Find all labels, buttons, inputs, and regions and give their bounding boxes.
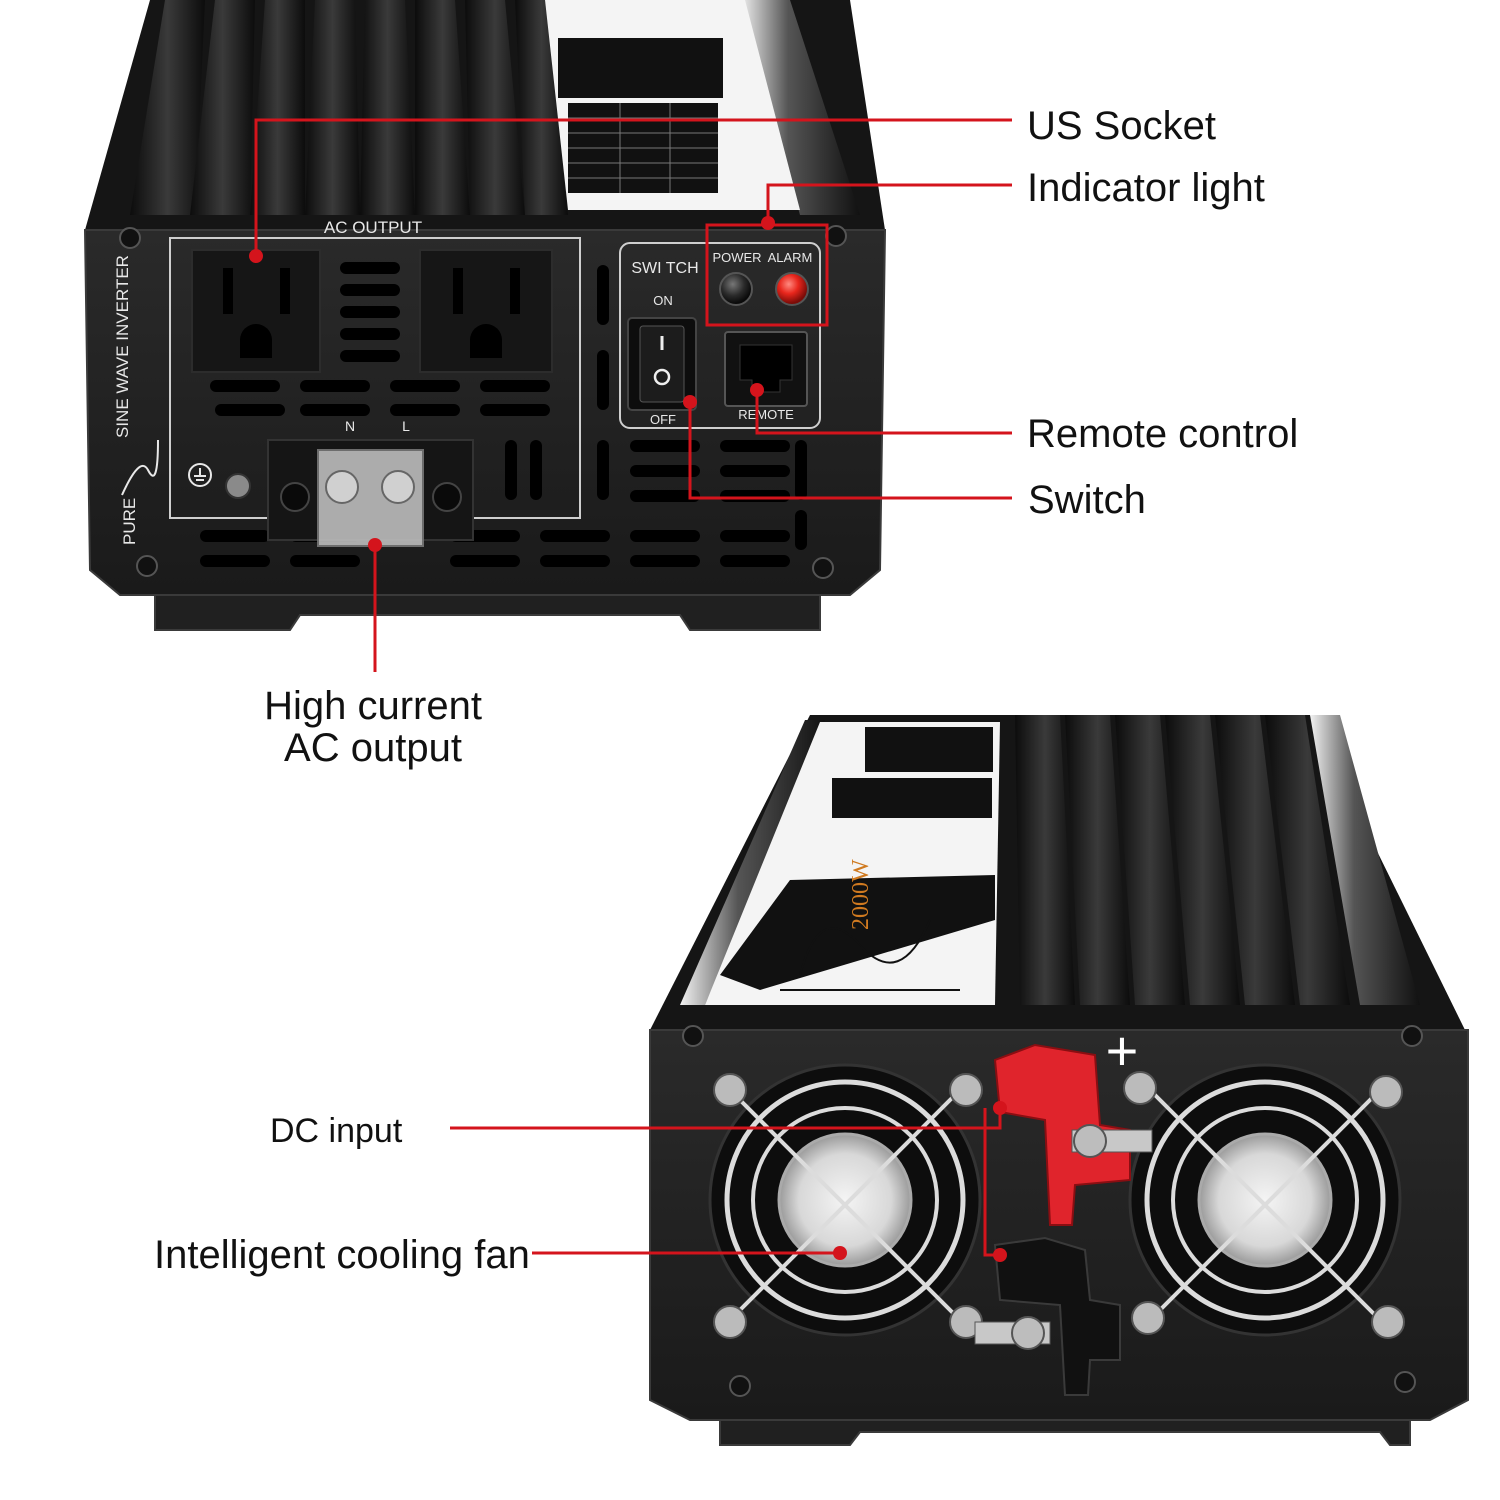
sine-wave-side-text: SINE WAVE INVERTER xyxy=(113,255,132,438)
top-heat-fins xyxy=(130,0,860,215)
top-panel-screws xyxy=(119,225,847,579)
us-socket-left[interactable] xyxy=(191,249,321,373)
callout-anchor-dots xyxy=(249,216,1007,1262)
alarm-led-label: ALARM xyxy=(768,250,813,265)
sine-wave-glyph xyxy=(121,439,159,496)
ground-symbol xyxy=(188,463,212,487)
top-spec-table-1 xyxy=(558,38,723,98)
cooling-fan-right xyxy=(1123,1063,1405,1339)
ac-output-frame xyxy=(169,237,581,519)
bottom-panel-screws xyxy=(682,1025,1423,1397)
us-socket-right[interactable] xyxy=(419,249,553,373)
callout-us-socket: US Socket xyxy=(1027,104,1216,148)
switch-on-label: ON xyxy=(653,293,673,308)
alarm-led xyxy=(775,272,809,306)
callout-switch: Switch xyxy=(1028,478,1146,522)
bottom-heat-fins xyxy=(680,715,1420,1005)
leader-switch xyxy=(688,402,1012,500)
power-led-label: POWER xyxy=(712,250,761,265)
ground-screw xyxy=(225,473,251,499)
top-vent-slots xyxy=(200,262,807,567)
callout-cooling-fan: Intelligent cooling fan xyxy=(154,1233,530,1277)
cooling-fan-left xyxy=(708,1063,983,1339)
callout-remote-control: Remote control xyxy=(1027,412,1299,456)
callout-high-current-line1: High current xyxy=(264,684,482,728)
leader-us-socket xyxy=(254,118,1012,256)
leader-remote-control xyxy=(755,390,1012,435)
top-inverter: AC OUTPUT xyxy=(83,0,887,631)
positive-plus-sign: + xyxy=(1106,1019,1139,1082)
callout-indicator-light: Indicator light xyxy=(1027,166,1265,210)
power-led xyxy=(719,272,753,306)
dc-positive-terminal[interactable] xyxy=(993,1043,1153,1226)
top-mounting-foot xyxy=(154,594,821,631)
callout-high-current: High current AC output xyxy=(223,686,523,768)
callout-dc-input: DC input xyxy=(270,1112,403,1150)
control-frame xyxy=(619,242,821,429)
switch-label: SWI TCH xyxy=(631,260,698,277)
ac-output-label: AC OUTPUT xyxy=(324,218,422,237)
bottom-inverter: 2000W xyxy=(649,715,1469,1446)
bottom-sine-logo xyxy=(780,919,960,991)
dc-negative-terminal[interactable] xyxy=(974,1236,1121,1396)
terminal-l-label: L xyxy=(402,418,410,434)
svg-text:2000W: 2000W xyxy=(848,859,874,930)
pure-side-text: PURE xyxy=(120,498,139,545)
bottom-mounting-foot xyxy=(719,1419,1411,1446)
bottom-spec-table-1 xyxy=(865,727,993,772)
power-rocker-switch[interactable] xyxy=(627,317,697,411)
remote-port-label: REMOTE xyxy=(738,407,794,422)
bottom-spec-table-2 xyxy=(832,778,992,818)
switch-off-label: OFF xyxy=(650,412,676,427)
ac-terminal-block[interactable] xyxy=(267,439,474,547)
remote-port[interactable] xyxy=(724,331,808,407)
top-spec-table-lines xyxy=(568,103,718,193)
leader-indicator-light xyxy=(766,183,1012,223)
terminal-n-label: N xyxy=(345,418,355,434)
callout-high-current-line2: AC output xyxy=(284,726,462,770)
